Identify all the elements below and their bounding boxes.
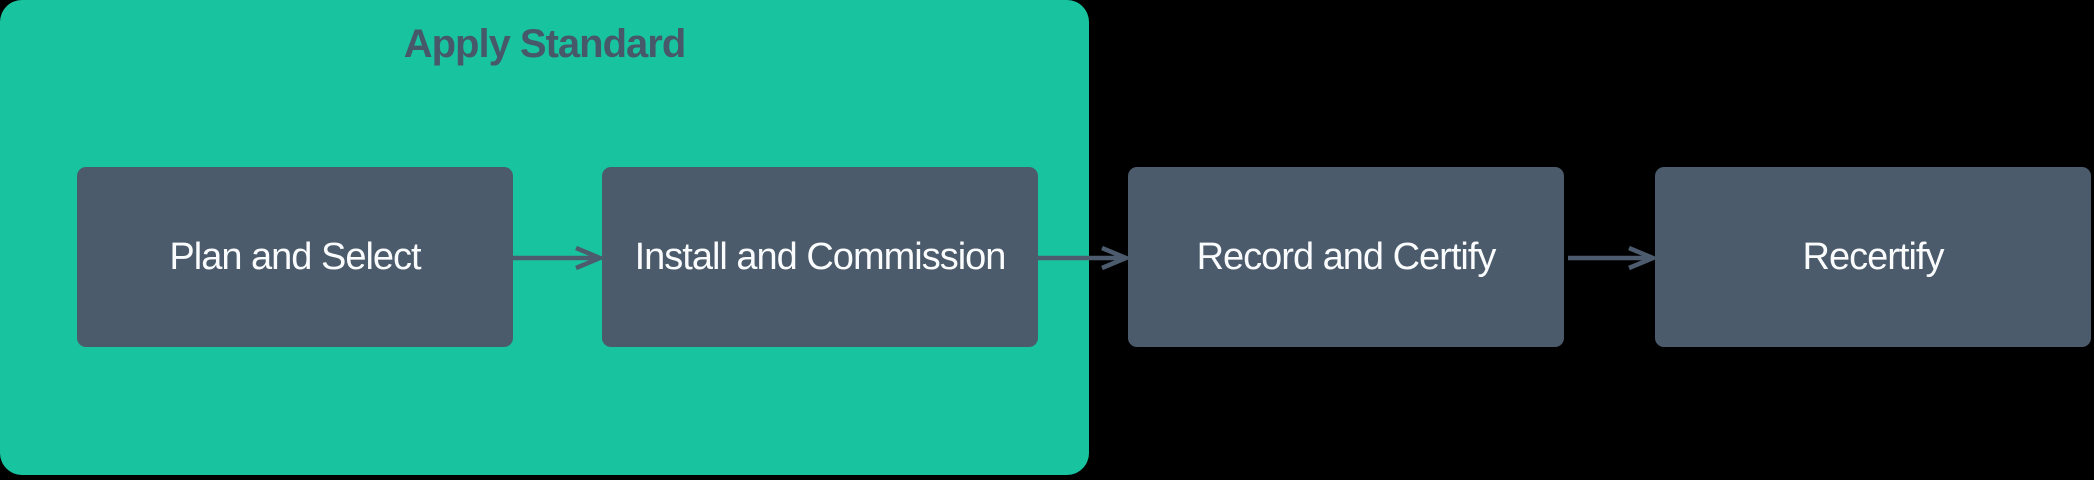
node-recertify: Recertify (1655, 167, 2091, 347)
node-install-and-commission: Install and Commission (602, 167, 1038, 347)
node-record-and-certify: Record and Certify (1128, 167, 1564, 347)
group-title: Apply Standard (403, 22, 687, 66)
node-plan-and-select: Plan and Select (77, 167, 513, 347)
